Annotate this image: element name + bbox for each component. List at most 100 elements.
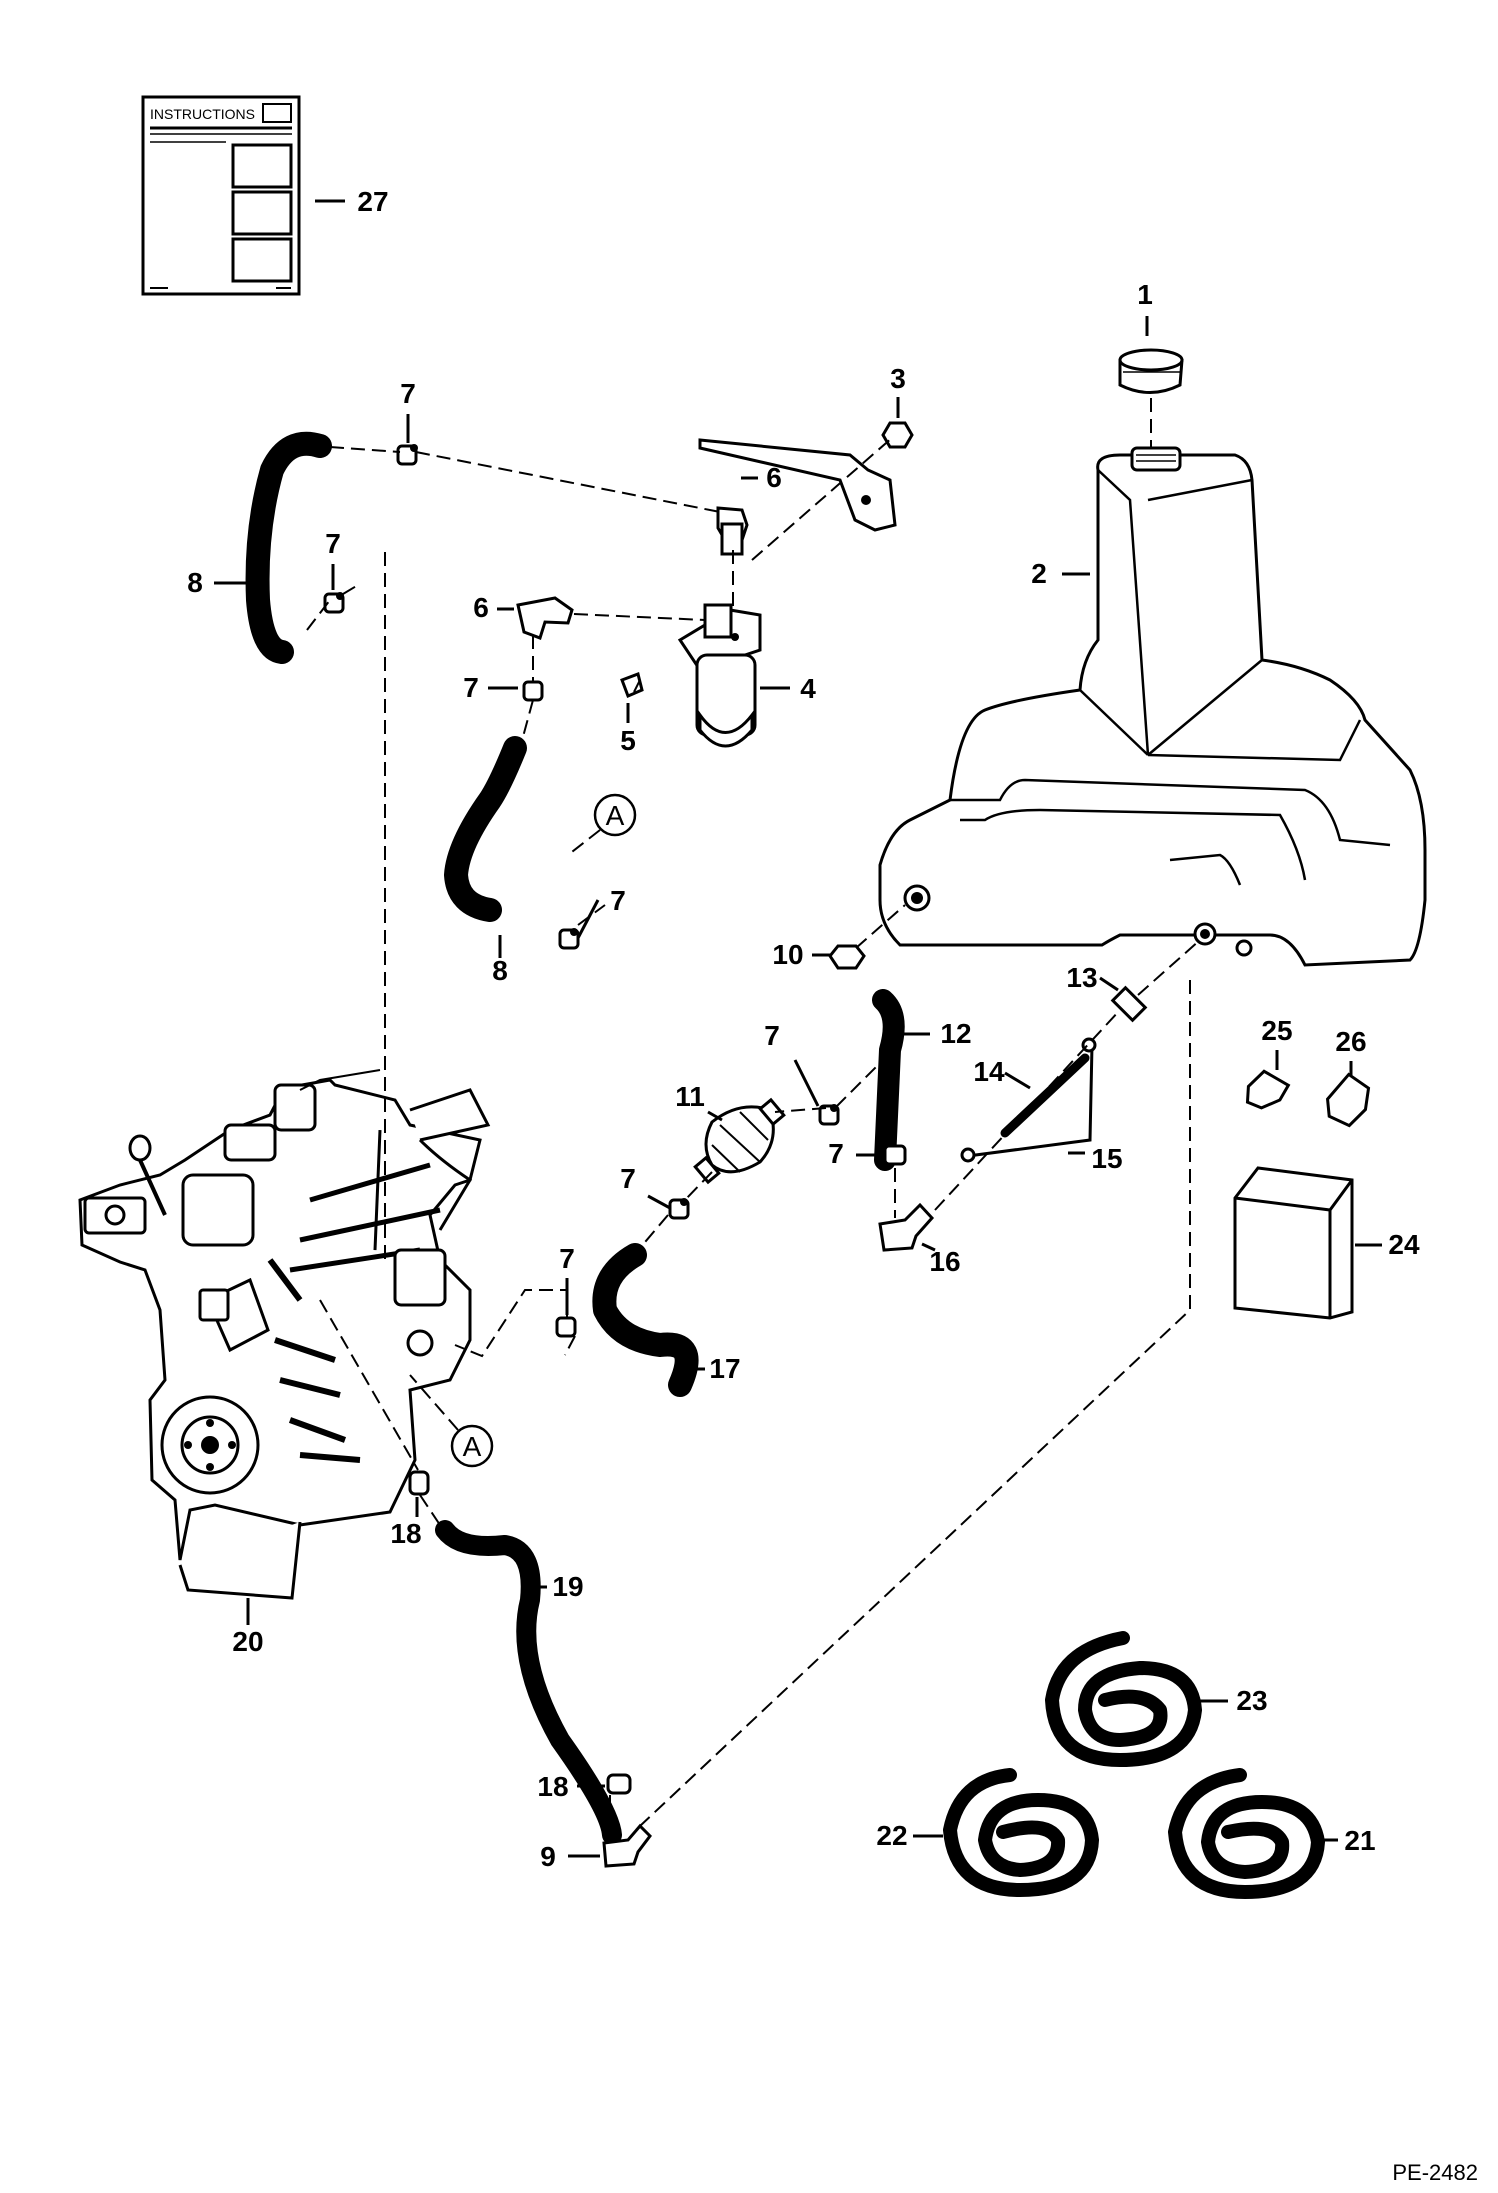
instructions-manual: INSTRUCTIONS [141,95,301,296]
callout-7-return: 7 [828,1138,883,1169]
svg-text:27: 27 [357,186,388,217]
callout-7-left: 7 [325,528,341,590]
hose-clamp [522,680,544,702]
svg-text:21: 21 [1344,1825,1375,1856]
filter-bolt [620,672,644,698]
svg-text:24: 24 [1388,1229,1420,1260]
marker-a-lower-label: A [463,1431,482,1462]
vent-tube [1000,1053,1090,1138]
hose-overflow-line [435,1520,622,1845]
callout-4: 4 [760,673,816,704]
callout-10: 10 [772,939,830,970]
tapered-plug-fitting [1245,1069,1291,1110]
callout-2: 2 [1031,558,1090,589]
parts-box [1233,1166,1354,1320]
svg-text:20: 20 [232,1626,263,1657]
svg-text:18: 18 [537,1771,568,1802]
callout-15: 15 [1068,1143,1123,1174]
primer-bulb [693,1097,786,1185]
callout-24: 24 [1355,1229,1420,1260]
fuel-filter-assembly [677,603,762,748]
svg-text:7: 7 [559,1243,575,1274]
callout-8-upper: 8 [187,567,248,598]
svg-text:6: 6 [766,462,782,493]
callout-1: 1 [1137,279,1153,336]
callout-7-injection: 7 [559,1243,575,1315]
svg-text:2: 2 [1031,558,1047,589]
callout-22: 22 [876,1820,943,1851]
callout-7-filter: 7 [463,672,518,703]
svg-text:5: 5 [620,725,636,756]
bushing-fitting [1325,1072,1371,1128]
marker-a-upper-label: A [606,800,625,831]
svg-text:7: 7 [400,378,416,409]
hose-clamp [396,444,418,466]
callout-18-lower: 18 [537,1771,605,1802]
callout-16: 16 [921,1242,961,1277]
callout-23: 23 [1198,1685,1268,1716]
svg-text:6: 6 [473,592,489,623]
hose-filter-to-pump [444,736,527,922]
hose-clamp [668,1198,690,1220]
callout-21: 21 [1312,1825,1376,1856]
hose-return-upper [872,989,905,1171]
hose-pump-to-injection [592,1243,699,1397]
svg-text:8: 8 [187,567,203,598]
marker-a-lower-link [409,1374,459,1431]
callout-27: 27 [315,186,389,217]
svg-text:16: 16 [929,1246,960,1277]
svg-text:15: 15 [1091,1143,1122,1174]
callout-7-bulb: 7 [620,1163,671,1210]
hose-clamp [555,1316,577,1338]
callout-3: 3 [890,363,906,418]
marker-a-upper-link [567,829,601,856]
svg-text:18: 18 [390,1518,421,1549]
fuel-cap [1118,348,1184,394]
instructions-heading: INSTRUCTIONS [150,106,255,122]
bulk-hose-coil-left [943,1768,1099,1897]
overflow-clamp [606,1773,632,1795]
svg-text:12: 12 [940,1018,971,1049]
hose-clamp [818,1104,840,1126]
svg-text:1: 1 [1137,279,1153,310]
svg-text:10: 10 [772,939,803,970]
svg-text:7: 7 [610,885,626,916]
callout-11: 11 [675,1081,723,1122]
callout-5: 5 [620,703,636,756]
return-elbow-fitting [878,1202,935,1252]
callout-20: 20 [232,1598,264,1657]
callout-19: 19 [522,1571,584,1602]
bulk-hose-coil-right [1168,1768,1325,1899]
hex-nut [881,421,914,449]
engine-assembly [78,1069,491,1600]
lower-elbow-fitting [516,596,574,640]
vent-line [960,1037,1097,1163]
svg-text:4: 4 [800,673,816,704]
callout-7-hose: 7 [576,885,626,939]
callout-9: 9 [540,1841,600,1872]
svg-text:17: 17 [709,1353,740,1384]
svg-text:22: 22 [876,1820,907,1851]
bulk-hose-coil-upper [1045,1631,1202,1767]
connection-paths [306,398,1201,1830]
svg-text:7: 7 [325,528,341,559]
callout-17: 17 [678,1353,741,1384]
svg-text:14: 14 [973,1056,1005,1087]
svg-text:9: 9 [540,1841,556,1872]
hose-clamp [323,592,345,614]
svg-text:7: 7 [463,672,479,703]
drawing-reference: PE-2482 [1392,2160,1478,2185]
tank-adapter-fitting [1110,985,1148,1023]
callout-18-upper: 18 [390,1497,422,1549]
filter-mount-bracket [698,438,897,532]
callout-12: 12 [897,1018,972,1049]
callout-26: 26 [1335,1026,1367,1076]
callout-7-pump: 7 [764,1020,820,1107]
overflow-clamp [408,1470,430,1496]
callout-25: 25 [1261,1015,1293,1070]
connection-marker-a-upper: A [593,793,637,837]
svg-text:8: 8 [492,955,508,986]
callout-6-lower: 6 [473,592,514,623]
